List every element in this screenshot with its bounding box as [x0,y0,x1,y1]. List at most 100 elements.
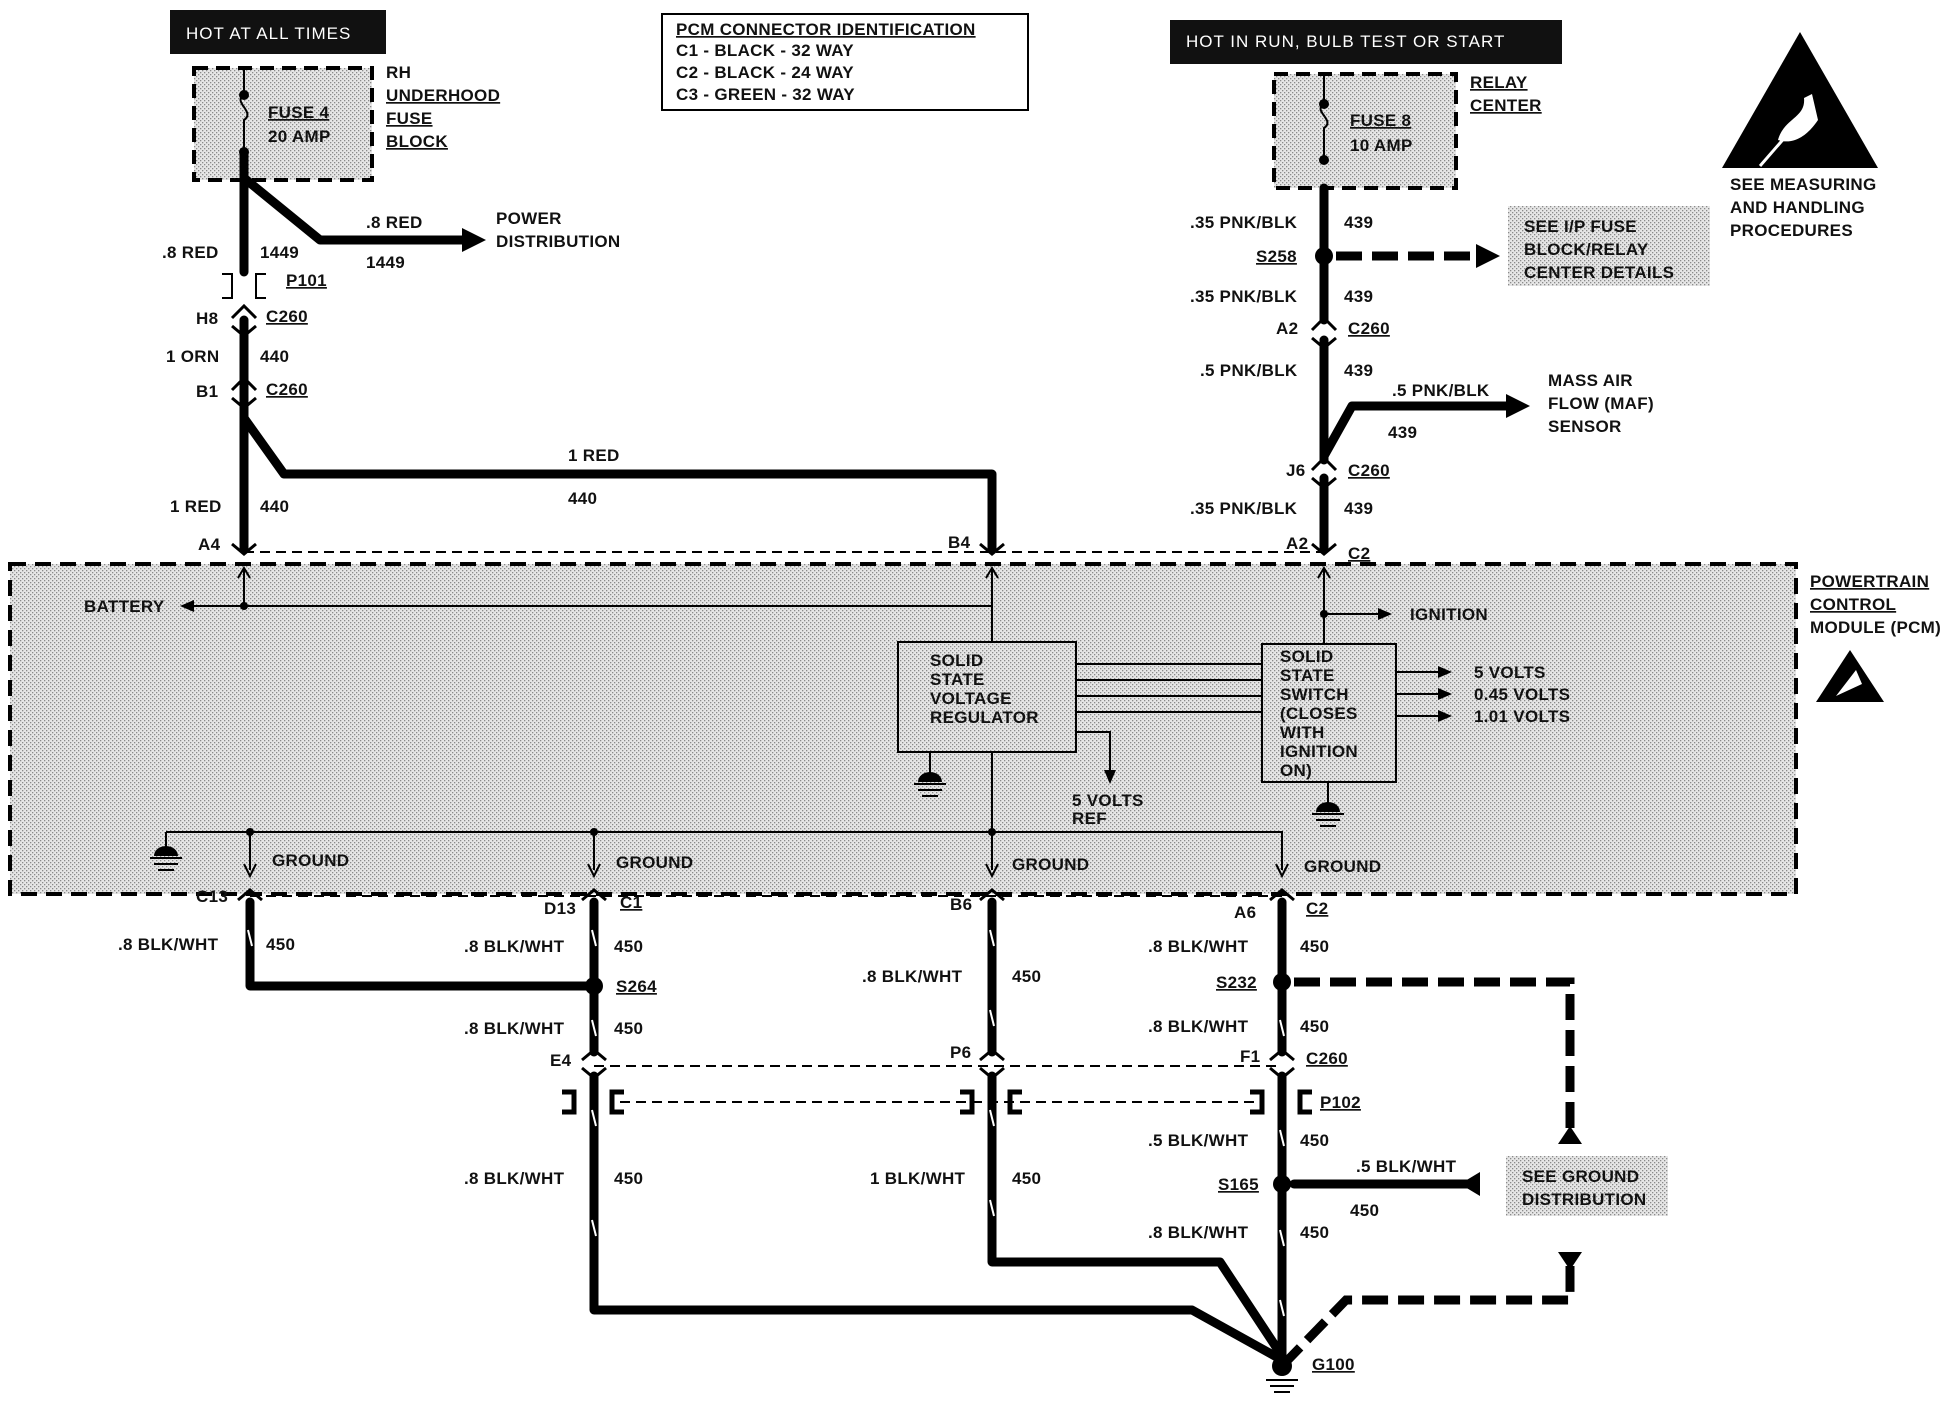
diagram-label: .8 BLK/WHT [464,1169,565,1188]
diagram-label: F1 [1240,1047,1260,1066]
diagram-label: REGULATOR [930,708,1039,727]
diagram-label: .8 BLK/WHT [1148,1223,1249,1242]
diagram-label: MODULE (PCM) [1810,618,1941,637]
diagram-label: .8 BLK/WHT [1148,1017,1249,1036]
diagram-label: CENTER [1470,96,1542,115]
diagram-label: 5 VOLTS [1072,791,1144,810]
diagram-label: 439 [1388,423,1417,442]
diagram-label: .35 PNK/BLK [1190,499,1298,518]
diagram-label: IGNITION [1410,605,1488,624]
diagram-label: P101 [286,271,327,290]
diagram-label: SEE I/P FUSE [1524,217,1637,236]
diagram-label: .8 BLK/WHT [1148,937,1249,956]
pcm-esd-icon [1816,650,1884,702]
diagram-label: .8 BLK/WHT [464,1019,565,1038]
diagram-label: P6 [950,1043,971,1062]
hot-at-all-times-header: HOT AT ALL TIMES [170,10,386,54]
diagram-label: C2 [1306,899,1328,918]
right-ignition-circuit: SEE I/P FUSE BLOCK/RELAY CENTER DETAILS … [1190,183,1710,563]
diagram-label: 20 AMP [268,127,331,146]
hot-in-run-header: HOT IN RUN, BULB TEST OR START [1170,20,1562,64]
diagram-label: C260 [266,307,308,326]
diagram-label: WITH [1280,723,1325,742]
diagram-label: .5 BLK/WHT [1356,1157,1457,1176]
diagram-label: C260 [1306,1049,1348,1068]
diagram-label: 450 [266,935,295,954]
pcm-internals: BATTERY IGNITION SOLID STATE VOLTAGE REG… [84,566,1570,879]
diagram-label: REF [1072,809,1107,828]
diagram-label: B6 [950,895,972,914]
diagram-label: CONTROL [1810,595,1896,614]
diagram-label: SENSOR [1548,417,1622,436]
diagram-label: FLOW (MAF) [1548,394,1654,413]
diagram-label: 450 [614,1169,643,1188]
diagram-label: S165 [1218,1175,1259,1194]
diagram-label: FUSE [386,109,433,128]
diagram-label: STATE [930,670,985,689]
diagram-label: 450 [1012,1169,1041,1188]
diagram-label: FUSE 4 [268,103,330,122]
diagram-label: VOLTAGE [930,689,1012,708]
diagram-label: 439 [1344,361,1373,380]
diagram-label: C3 - GREEN - 32 WAY [676,85,855,104]
diagram-label: .8 RED [162,243,219,262]
ground-circuit: SEE GROUND DISTRIBUTION C13 D13 C1 B6 A6… [118,887,1668,1393]
diagram-label: 1449 [260,243,299,262]
diagram-label: .8 RED [366,213,423,232]
diagram-label: POWER [496,209,562,228]
diagram-label: BLOCK [386,132,448,151]
diagram-label: 450 [1300,1131,1329,1150]
diagram-label: SWITCH [1280,685,1349,704]
diagram-label: .35 PNK/BLK [1190,213,1298,232]
diagram-label: 439 [1344,213,1373,232]
diagram-label: A2 [1286,534,1308,553]
diagram-label: 439 [1344,499,1373,518]
diagram-label: FUSE 8 [1350,111,1411,130]
diagram-label: B1 [196,382,218,401]
diagram-label: .8 BLK/WHT [464,937,565,956]
diagram-label: 439 [1344,287,1373,306]
diagram-label: 450 [1350,1201,1379,1220]
diagram-label: DISTRIBUTION [1522,1190,1646,1209]
diagram-label: .5 BLK/WHT [1148,1131,1249,1150]
diagram-label: 440 [568,489,597,508]
diagram-label: .8 BLK/WHT [118,935,219,954]
diagram-label: C13 [196,887,228,906]
diagram-label: .35 PNK/BLK [1190,287,1298,306]
diagram-label: RH [386,63,411,82]
diagram-label: .5 PNK/BLK [1200,361,1298,380]
diagram-label: GROUND [1304,857,1381,876]
diagram-label: S232 [1216,973,1257,992]
rh-underhood-fuse-block: FUSE 4 20 AMP RH UNDERHOOD FUSE BLOCK [192,63,500,182]
diagram-label: ON) [1280,761,1312,780]
esd-warning: SEE MEASURING AND HANDLING PROCEDURES [1722,32,1878,240]
diagram-label: 1 BLK/WHT [870,1169,966,1188]
diagram-label: 1449 [366,253,405,272]
diagram-label: D13 [544,899,576,918]
diagram-label: 1 RED [568,446,620,465]
diagram-label: IGNITION [1280,742,1358,761]
diagram-label: AND HANDLING [1730,198,1865,217]
diagram-label: GROUND [616,853,693,872]
diagram-label: GROUND [1012,855,1089,874]
diagram-label: (CLOSES [1280,704,1358,723]
diagram-label: DISTRIBUTION [496,232,620,251]
diagram-label: 450 [614,937,643,956]
diagram-label: PROCEDURES [1730,221,1853,240]
diagram-label: BLOCK/RELAY [1524,240,1649,259]
diagram-label: 1 RED [170,497,222,516]
diagram-label: POWERTRAIN [1810,572,1929,591]
diagram-label: STATE [1280,666,1335,685]
diagram-label: B4 [948,533,971,552]
diagram-label: A4 [198,535,221,554]
diagram-label: 450 [1012,967,1041,986]
diagram-label: BATTERY [84,597,165,616]
diagram-label: SOLID [1280,647,1333,666]
esd-warning-icon [1722,32,1878,168]
diagram-label: 450 [614,1019,643,1038]
diagram-label: S258 [1256,247,1297,266]
diagram-label: 450 [1300,1017,1329,1036]
diagram-label: A6 [1234,903,1256,922]
left-power-circuit: .8 RED 1449 .8 RED 1449 POWER DISTRIBUTI… [162,147,1005,556]
